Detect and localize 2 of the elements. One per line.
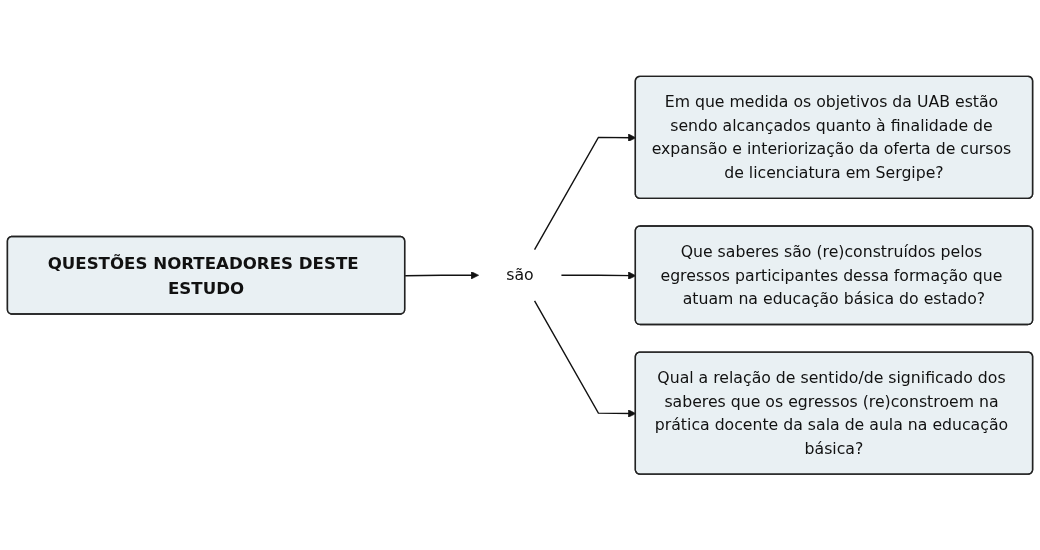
node-text: são [506, 265, 534, 284]
arrow [404, 270, 479, 280]
